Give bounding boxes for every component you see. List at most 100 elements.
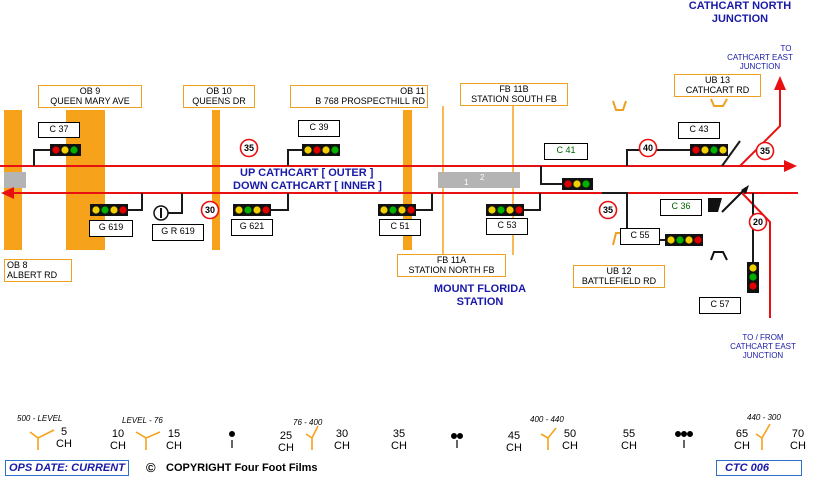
signal-c36-label[interactable]: C 36 xyxy=(660,199,702,216)
signal-c43-label[interactable]: C 43 xyxy=(678,122,720,139)
speed-sign-20 xyxy=(748,212,768,232)
chainage-5-value: 5 xyxy=(60,426,68,438)
chainage-55-value: 55 xyxy=(622,428,636,440)
c39-stem xyxy=(287,149,302,166)
chainage-15-unit: CH xyxy=(166,440,182,452)
chainage-45-value: 45 xyxy=(507,430,521,442)
speed-35c-text: 35 xyxy=(603,205,613,215)
down-line-label: DOWN CATHCART [ INNER ] xyxy=(233,180,382,192)
signal-c37-label[interactable]: C 37 xyxy=(38,122,80,138)
to-from-line3: JUNCTION xyxy=(742,351,784,360)
mount-florida-station-label: MOUNT FLORIDA STATION xyxy=(420,283,540,309)
chainage-70-value: 70 xyxy=(791,428,805,440)
chainage-55-unit: CH xyxy=(621,440,637,452)
c55-arc xyxy=(710,251,728,261)
chainage-70-unit: CH xyxy=(790,440,806,452)
chainage-15-value: 15 xyxy=(167,428,181,440)
to-from-line1: TO / FROM xyxy=(742,333,784,342)
ob11-name: B 768 PROSPECTHILL RD xyxy=(315,96,425,106)
c53-stem xyxy=(522,193,541,211)
ob10-code: OB 10 xyxy=(206,86,232,96)
chainage-45-unit: CH xyxy=(506,442,522,454)
ob11-code: OB 11 xyxy=(400,86,425,96)
down-line-arrow xyxy=(1,187,14,199)
branch-to-cathcart-east xyxy=(741,192,771,318)
signal-g621-head xyxy=(233,204,271,216)
ctc-box: CTC 006 xyxy=(716,460,802,476)
ub12-name: BATTLEFIELD RD xyxy=(581,276,657,286)
buffer-block xyxy=(4,172,26,188)
milepost-1-dot xyxy=(229,431,235,437)
to-from-line2: CATHCART EAST xyxy=(730,342,796,351)
signal-gr619-label[interactable]: G R 619 xyxy=(152,224,204,241)
speed-sign-40 xyxy=(638,138,658,158)
bridge-ob11 xyxy=(403,110,412,250)
fb-arc-1 xyxy=(612,100,627,111)
signal-c57-head xyxy=(747,262,759,293)
fb11b-box: FB 11B STATION SOUTH FB xyxy=(460,83,568,106)
ob8-box: OB 8 ALBERT RD xyxy=(4,259,72,282)
gradient-post-2 xyxy=(135,431,161,450)
copyright-text: COPYRIGHT Four Foot Films xyxy=(166,462,318,474)
to-east-line1: TO xyxy=(780,44,792,53)
copyright-icon: © xyxy=(146,460,156,475)
gradient-post-3 xyxy=(305,425,319,450)
speed-35b-text: 35 xyxy=(760,146,770,156)
gradient-post-4 xyxy=(540,427,557,450)
ob9-code: OB 9 xyxy=(79,86,101,96)
cathcart-north-line1: CATHCART NORTH xyxy=(688,0,792,12)
to-cathcart-east-label: TO CATHCART EAST JUNCTION xyxy=(720,44,800,71)
signal-c53-label[interactable]: C 53 xyxy=(486,218,528,235)
g619-stem xyxy=(126,193,143,211)
signal-g621-label[interactable]: G 621 xyxy=(231,219,273,236)
signal-g619-head xyxy=(90,204,128,216)
gradient-label-1: 500 - LEVEL xyxy=(17,414,63,423)
fb11b-code: FB 11B xyxy=(499,84,529,94)
milepost-3-dot-b xyxy=(681,431,687,437)
signal-c39-label[interactable]: C 39 xyxy=(298,120,340,137)
milepost-3-dot-c xyxy=(687,431,693,437)
signal-c41-label[interactable]: C 41 xyxy=(544,143,588,160)
platform-2-number: 2 xyxy=(480,173,485,182)
to-from-cathcart-east-label: TO / FROM CATHCART EAST JUNCTION xyxy=(722,333,804,360)
speed-30-text: 30 xyxy=(205,205,215,215)
chainage-65-unit: CH xyxy=(734,440,750,452)
gradient-label-4: 400 - 440 xyxy=(530,415,564,424)
signal-c55-head xyxy=(665,234,703,246)
signal-c43-head xyxy=(690,144,728,156)
chainage-30-unit: CH xyxy=(334,440,350,452)
branch-to-cathcart-north xyxy=(739,85,781,167)
milepost-2-dot-b xyxy=(457,433,463,439)
station-line1: MOUNT FLORIDA xyxy=(433,283,527,295)
ub13-name: CATHCART RD xyxy=(685,85,750,95)
ub12-code: UB 12 xyxy=(606,266,632,276)
signal-c57-label[interactable]: C 57 xyxy=(699,297,741,314)
to-east-line3: JUNCTION xyxy=(739,62,781,71)
fb11a-code: FB 11A xyxy=(436,255,467,265)
to-east-line2: CATHCART EAST xyxy=(727,53,793,62)
signal-c51-label[interactable]: C 51 xyxy=(379,219,421,236)
chainage-25-value: 25 xyxy=(279,430,293,442)
chainage-65-value: 65 xyxy=(735,428,749,440)
fb11a-box: FB 11A STATION NORTH FB xyxy=(397,254,506,277)
milepost-3-dot-a xyxy=(675,431,681,437)
c43-stem xyxy=(626,149,690,166)
ob8-name: ALBERT RD xyxy=(7,270,58,280)
platform-1-number: 1 xyxy=(464,178,469,187)
signal-c39-head xyxy=(302,144,340,156)
ob10-box: OB 10 QUEENS DR xyxy=(183,85,255,108)
gr619-stem xyxy=(168,193,183,214)
speed-sign-35a xyxy=(239,138,259,158)
gradient-label-5: 440 - 300 xyxy=(747,413,781,422)
signal-c55-label[interactable]: C 55 xyxy=(620,228,660,245)
signal-g619-label[interactable]: G 619 xyxy=(89,220,133,237)
